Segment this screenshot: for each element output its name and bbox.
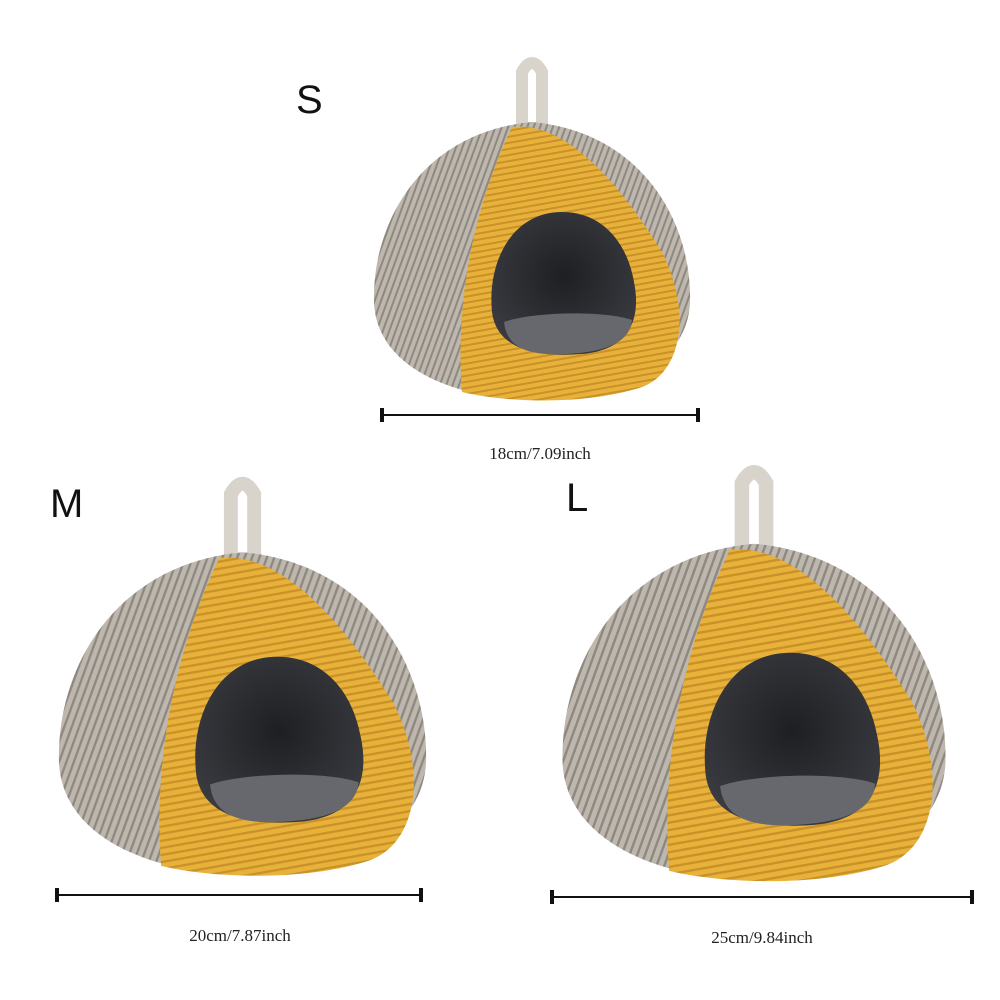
pet-bed-image-m (45, 470, 440, 890)
pet-bed-image-l (548, 458, 960, 896)
dimension-label-m: 20cm/7.87inch (189, 926, 291, 945)
dimension-label-l: 25cm/9.84inch (711, 928, 813, 947)
size-label-m: M (50, 482, 84, 526)
size-label-l: L (566, 476, 589, 520)
dimension-ruler-s (380, 408, 700, 422)
size-label-s: S (296, 78, 323, 122)
dimension-ruler-l (550, 890, 974, 904)
pet-bed-image-s (362, 52, 702, 412)
dimension-label-s: 18cm/7.09inch (489, 444, 591, 463)
dimension-ruler-m (55, 888, 423, 902)
